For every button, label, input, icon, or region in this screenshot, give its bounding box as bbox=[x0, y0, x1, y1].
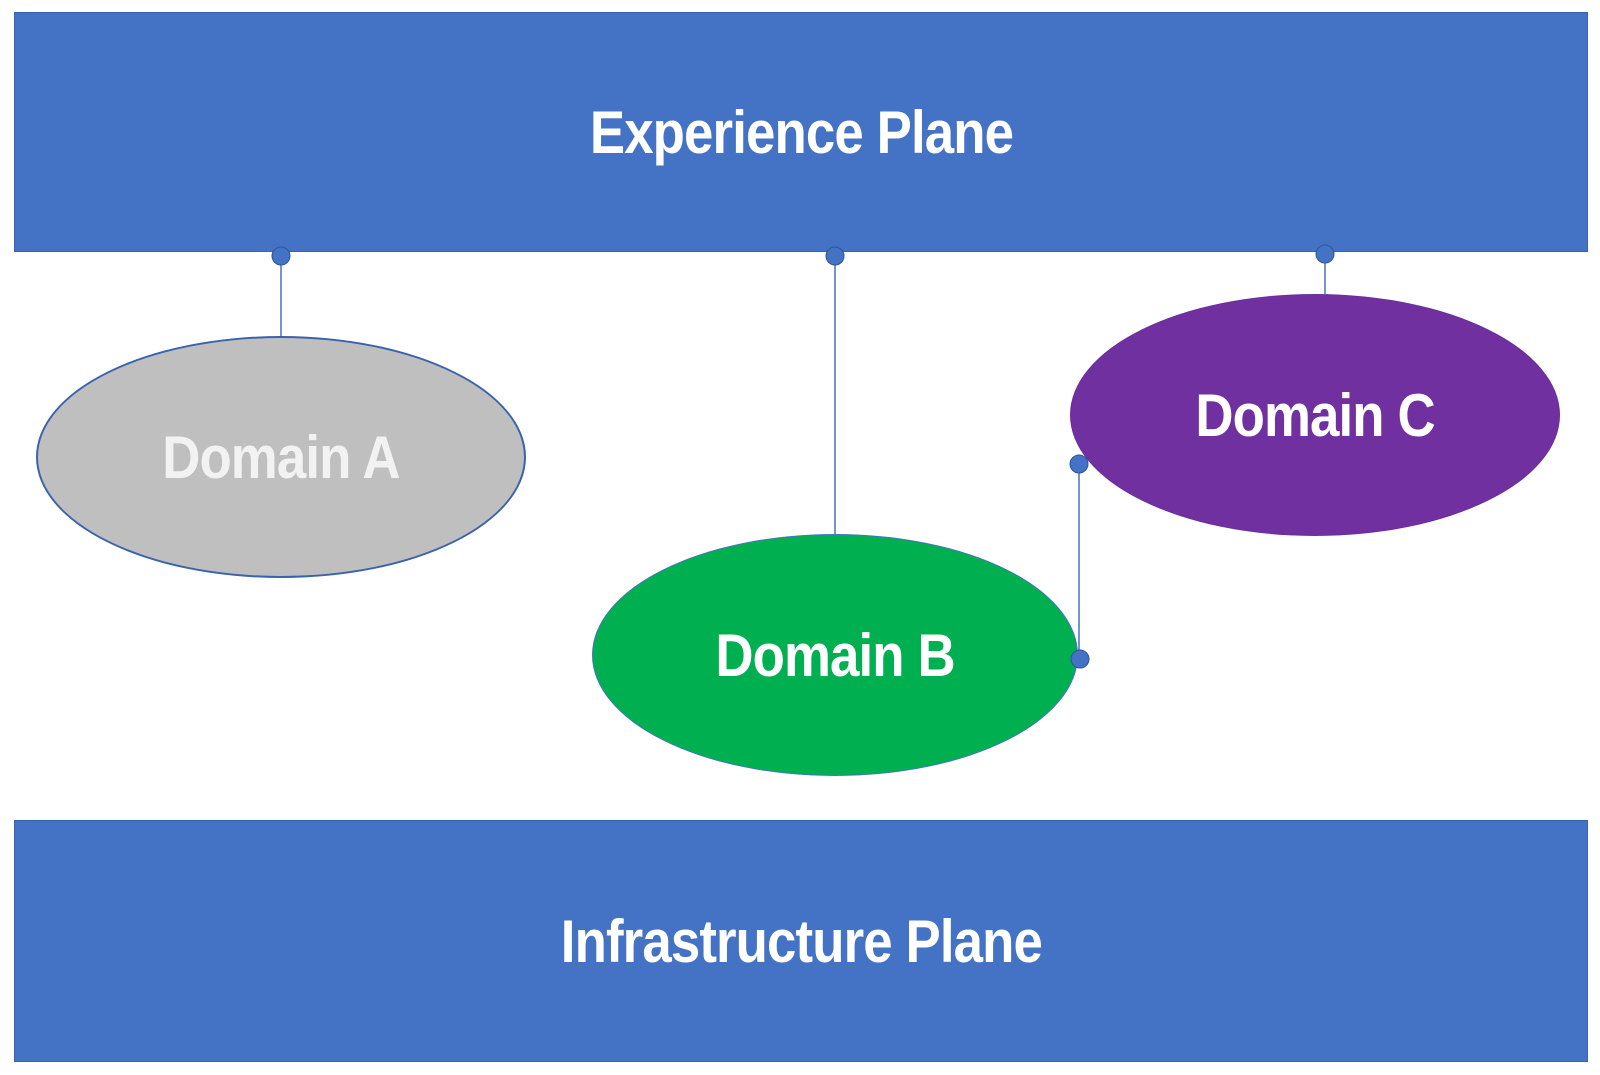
domain-c-label: Domain C bbox=[1195, 381, 1435, 449]
infrastructure-plane-label: Infrastructure Plane bbox=[560, 907, 1042, 975]
domain-b-label: Domain B bbox=[715, 621, 955, 689]
domain-b: Domain B bbox=[592, 534, 1078, 776]
domain-a-label: Domain A bbox=[162, 423, 400, 491]
experience-plane-label: Experience Plane bbox=[589, 98, 1013, 166]
infrastructure-plane: Infrastructure Plane bbox=[14, 820, 1588, 1062]
domain-c: Domain C bbox=[1070, 294, 1560, 536]
experience-plane: Experience Plane bbox=[14, 12, 1588, 252]
domain-a: Domain A bbox=[36, 336, 526, 578]
